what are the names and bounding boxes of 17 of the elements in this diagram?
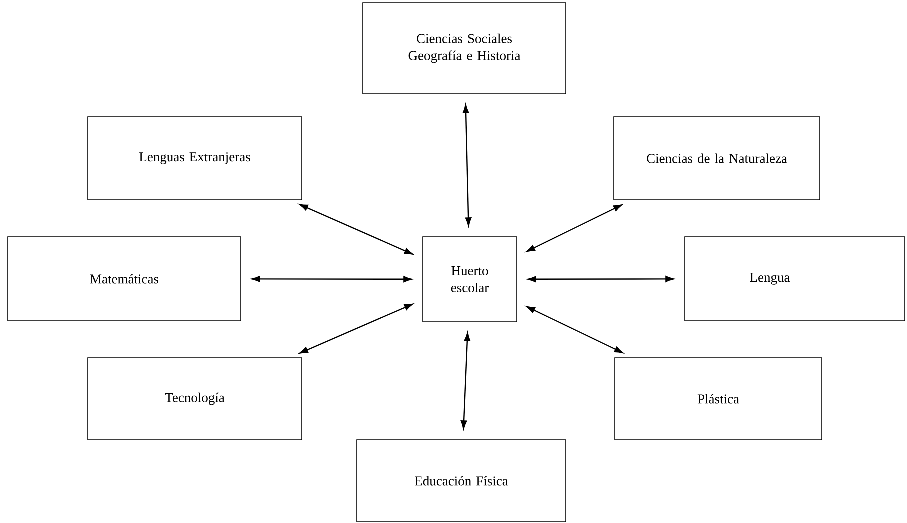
arrow: [462, 104, 472, 226]
subject-box: Matemáticas: [8, 236, 242, 322]
subject-box: Huerto escolar: [422, 236, 518, 322]
arrow: [300, 304, 414, 354]
arrow: [526, 306, 624, 354]
subject-box: Tecnología: [88, 358, 302, 440]
subject-box: Ciencias de la Naturaleza: [614, 116, 820, 200]
subject-box: Ciencias Sociales Geografía e Historia: [362, 2, 566, 94]
subject-box: Lenguas Extranjeras: [88, 116, 302, 200]
arrow: [252, 276, 412, 283]
subject-box: Plástica: [614, 358, 822, 440]
arrow: [299, 204, 414, 255]
subject-box: Educación Física: [356, 440, 566, 522]
arrow: [528, 276, 674, 283]
subject-box: Lengua: [684, 236, 906, 322]
arrow: [526, 204, 622, 252]
arrow: [460, 332, 471, 430]
